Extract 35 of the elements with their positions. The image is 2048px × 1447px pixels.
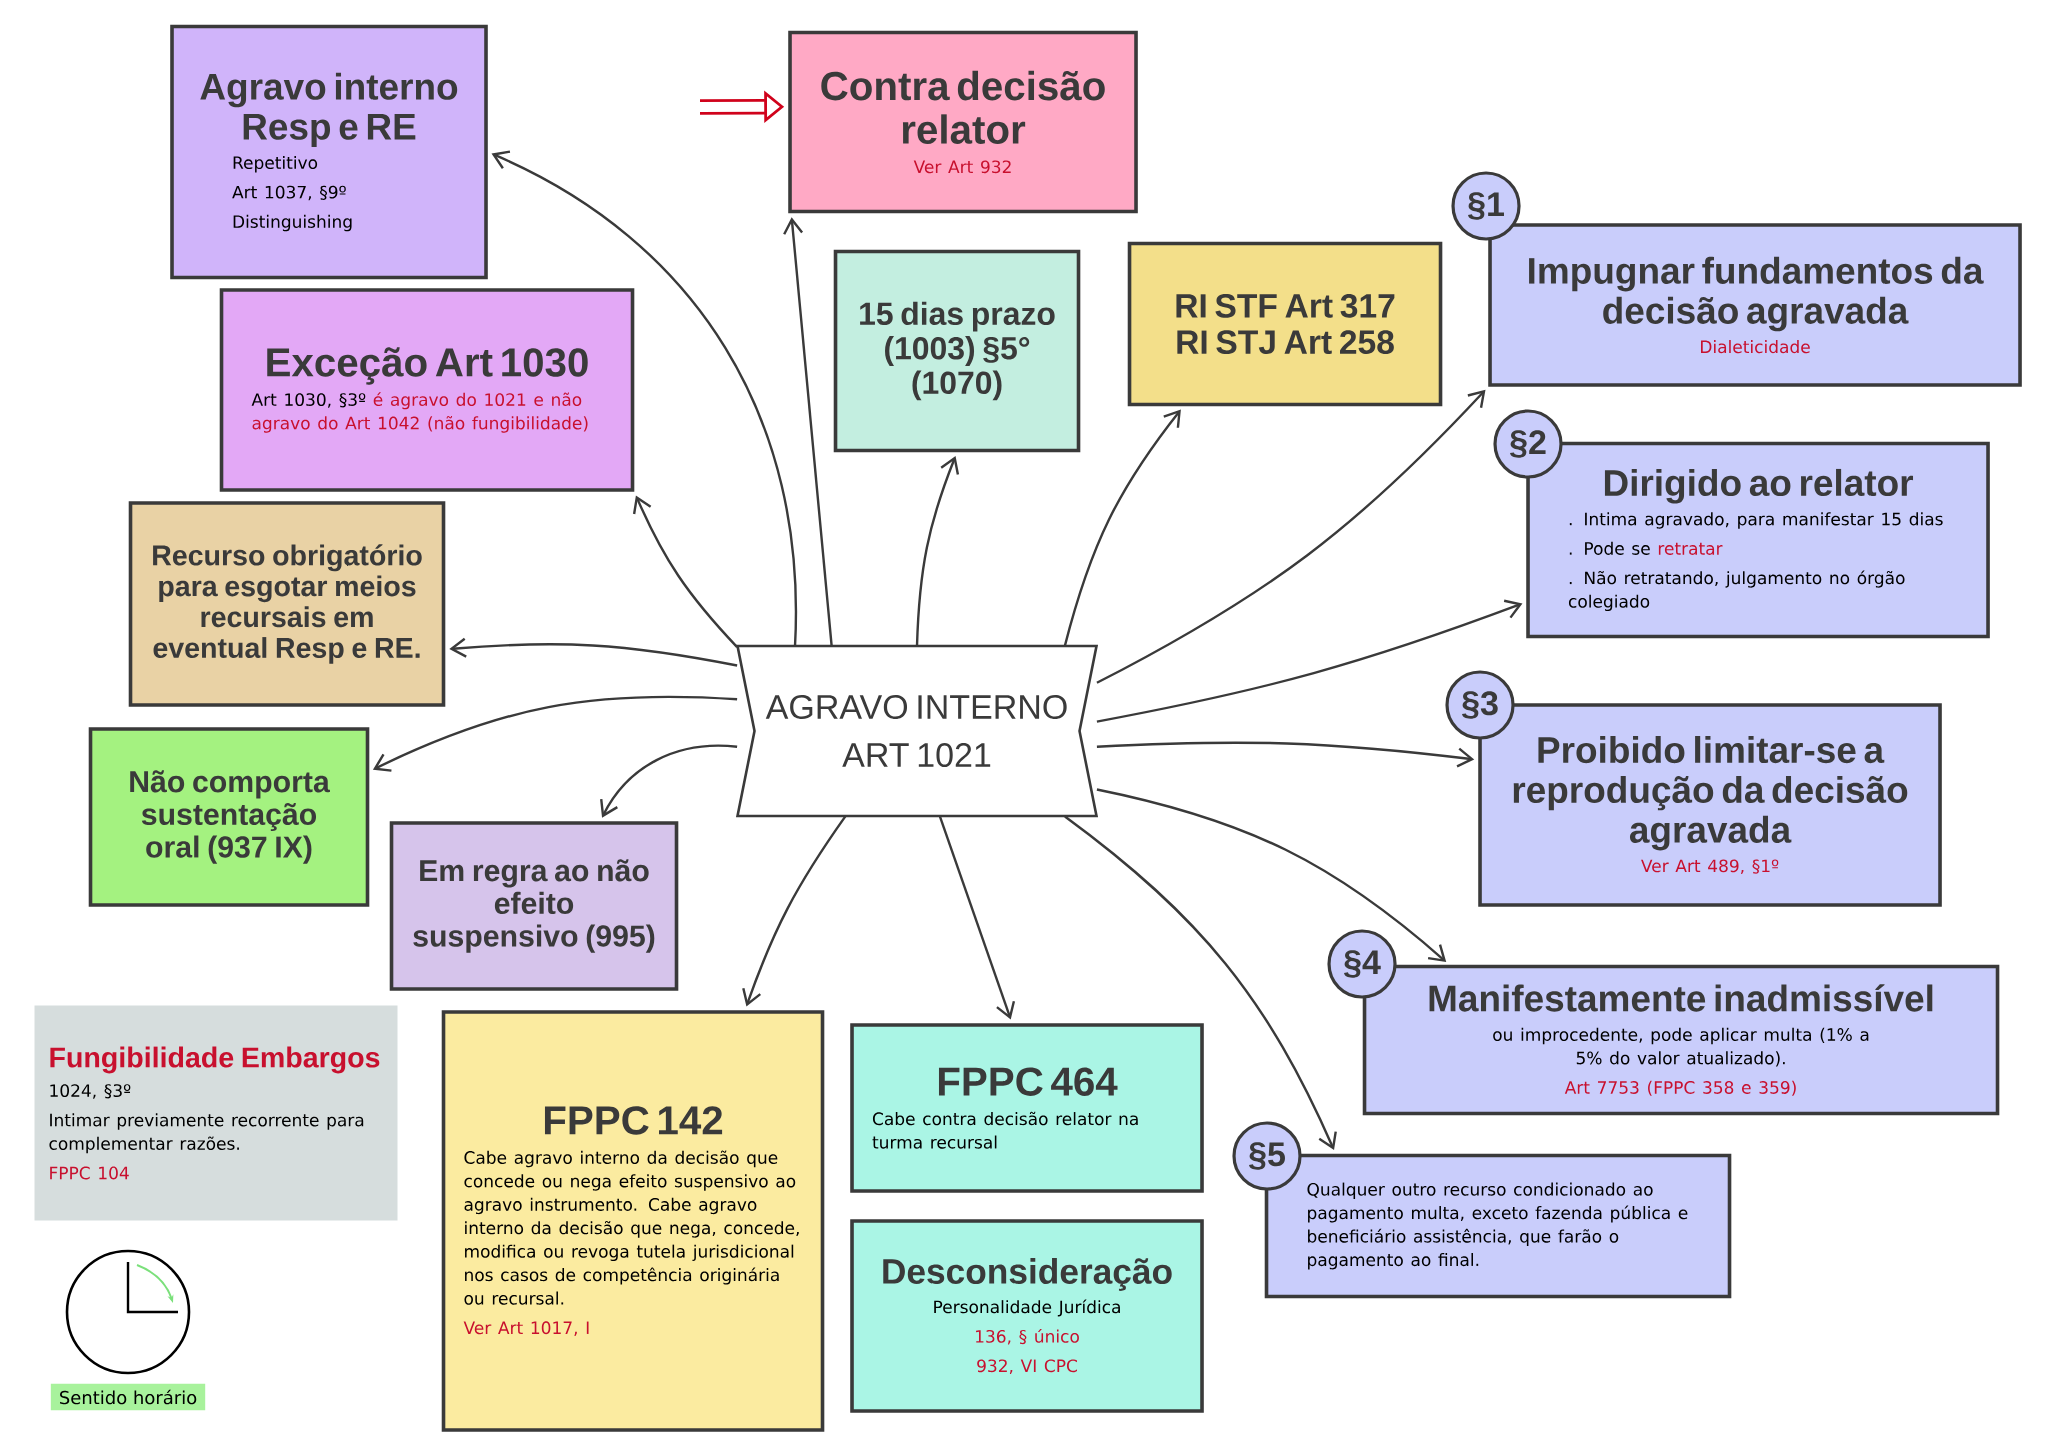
note-box: FPPC 464 Cabe contra decisão relator na turma recursal (850, 1023, 1204, 1193)
note-box: Recurso obrigatório para esgotar meios recursais em eventual Resp e RE. (128, 501, 446, 707)
arrow (1096, 599, 1523, 723)
arrow (1064, 815, 1337, 1151)
arrow (372, 695, 738, 772)
arrow (491, 150, 797, 646)
arrow (915, 456, 960, 646)
arrow (449, 637, 738, 667)
note-box: Contra decisão relator Ver Art 932 (788, 30, 1138, 214)
note-box: FPPC 142 Cabe agravo interno da decisão que concede ou nega efeito suspensivo ao agravo instrumento. Cabe agravo interno da decisão que nega, concede, modifica ou revoga tutela jurisdicional nos casos de competência originária ou recursal. Ver Art 1017, I (441, 1010, 825, 1432)
note-box: 15 dias prazo (1003) §5° (1070) (833, 249, 1081, 453)
section-badge: §2 (1493, 409, 1563, 479)
title-banner: AGRAVO INTERNO ART 1021 (735, 644, 1099, 818)
note-box: Fungibilidade Embargos 1024, §3º Intimar previamente recorrente para complementar razões. FPPC 104 (34, 1005, 398, 1221)
note-box: Impugnar fundamentos da decisão agravada Dialeticidade (1488, 223, 2022, 387)
arrow (1096, 788, 1447, 963)
arrow (1063, 409, 1181, 646)
note-box: Em regra ao não efeito suspensivo (995) (389, 821, 679, 991)
note-box: Agravo interno Resp e RE Repetitivo Art 1037, §9º Distinguishing (170, 24, 488, 280)
arrow (600, 744, 738, 818)
note-box: Exceção Art 1030 Art 1030, §3º é agravo do 1021 e não agravo do Art 1042 (não fungibilidade) (219, 288, 635, 492)
arrow (632, 495, 738, 648)
arrow (1096, 741, 1475, 768)
arrow (783, 217, 833, 646)
note-box: RI STF Art 317 RI STJ Art 258 (1127, 241, 1443, 407)
arrow (938, 816, 1016, 1020)
note-box: Não comporta sustentação oral (937 IX) (88, 727, 370, 907)
highlighted-label: Sentido horário (50, 1383, 206, 1411)
section-badge: §4 (1327, 929, 1397, 999)
note-box: Desconsideração Personalidade Jurídica 136, § único 932, VI CPC (850, 1219, 1204, 1413)
arrow (742, 815, 847, 1007)
section-badge: §1 (1451, 171, 1521, 241)
section-badge: §5 (1232, 1121, 1302, 1191)
section-badge: §3 (1445, 670, 1515, 740)
arrow (1096, 389, 1486, 684)
